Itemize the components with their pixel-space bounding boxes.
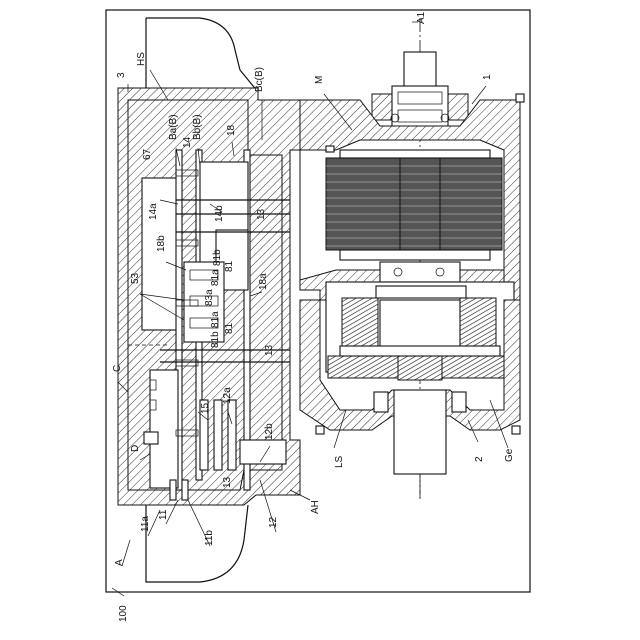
label-14: 14 (182, 136, 193, 148)
label-11a: 11a (140, 516, 151, 532)
label-c: C (112, 365, 123, 372)
label-18: 18 (226, 124, 237, 136)
label-11b: 11b (204, 530, 215, 546)
label-3: 3 (116, 72, 127, 78)
label-13-top: 13 (256, 208, 267, 220)
label-ls: LS (334, 455, 345, 468)
label-53: 53 (130, 272, 141, 284)
label-81b-u: 81b (212, 249, 223, 266)
label-100: 100 (118, 605, 129, 622)
label-1: 1 (482, 74, 493, 80)
label-13-bot: 13 (222, 476, 233, 488)
label-15: 15 (200, 402, 211, 414)
label-bc: Bc(B) (254, 67, 265, 92)
label-12a: 12a (222, 387, 233, 404)
label-2: 2 (474, 456, 485, 462)
label-67: 67 (142, 148, 153, 160)
label-12: 12 (268, 516, 279, 528)
seal-right (452, 392, 466, 412)
label-18b: 18b (156, 235, 167, 252)
top-hub (372, 86, 468, 128)
lower-shaft (394, 390, 446, 474)
label-ah: AH (310, 500, 321, 514)
label-ge: Ge (504, 448, 515, 462)
label-ba: Ba(B) (168, 114, 179, 140)
label-18a: 18a (258, 273, 269, 290)
label-hs: HS (136, 52, 147, 66)
label-83a: 83a (204, 289, 215, 306)
motor-stator (326, 150, 502, 260)
label-81-upper: 81 (224, 260, 235, 272)
label-bb: Bb(B) (192, 114, 203, 140)
label-d: D (130, 445, 141, 452)
rotor-shaft (380, 262, 460, 282)
label-81b-l: 81b (210, 331, 221, 348)
label-13-mid: 13 (264, 344, 275, 356)
seal-left (374, 392, 388, 412)
gear-assembly (326, 282, 516, 380)
label-m: M (314, 76, 325, 84)
label-14a: 14a (148, 203, 159, 220)
label-81a-u: 81a (210, 269, 221, 286)
left-top-housing-profile (146, 18, 258, 92)
label-12b: 12b (264, 423, 275, 440)
label-81-lower: 81 (224, 322, 235, 334)
label-81a-l: 81a (210, 311, 221, 328)
